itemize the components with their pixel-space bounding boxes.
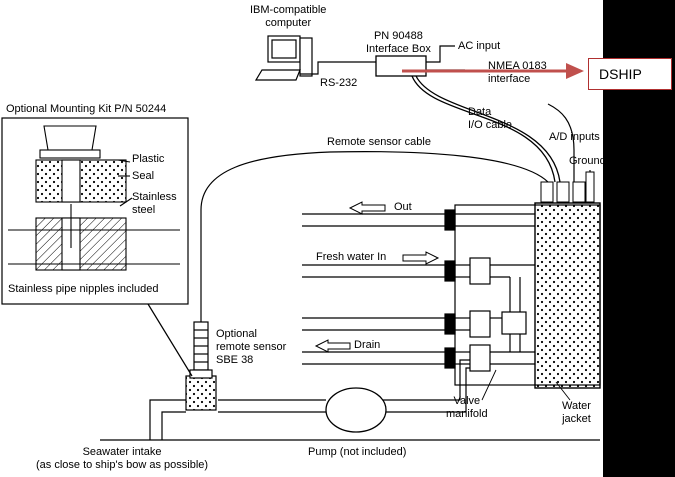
interface-box-icon <box>375 55 427 77</box>
mounting-kit-box <box>1 117 193 377</box>
remote-sensor-icon <box>185 321 217 411</box>
water-jacket-icon <box>534 202 601 389</box>
drain-label: Drain <box>354 339 381 351</box>
pipe-nipples-label: Stainless pipe nipples included <box>8 283 159 295</box>
ground-label: Ground <box>569 155 606 167</box>
fresh-water-pipe <box>302 257 535 320</box>
computer-icon <box>254 35 313 81</box>
intake-pipe <box>302 334 535 413</box>
nmea-arrow-icon <box>402 63 584 79</box>
drain-pipe <box>302 310 527 338</box>
ad-inputs-label: A/D inputs <box>549 131 600 143</box>
data-io-cable <box>411 75 556 183</box>
fresh-water-arrow-icon <box>402 251 440 265</box>
mounting-kit-label: Optional Mounting Kit P/N 50244 <box>6 103 167 115</box>
remote-sensor-label: Optional remote sensor SBE 38 <box>216 328 287 366</box>
pump-label: Pump (not included) <box>308 446 407 458</box>
drain-arrow-icon <box>314 339 351 353</box>
out-label: Out <box>394 201 412 213</box>
dship-box: DSHIP <box>588 58 672 90</box>
computer-label: IBM-compatible computer <box>250 4 327 29</box>
rs232-cable <box>300 61 376 75</box>
out-arrow-icon <box>348 201 386 215</box>
stainless-steel-label: Stainless steel <box>132 191 177 216</box>
fresh-water-label: Fresh water In <box>316 251 387 263</box>
out-pipe <box>302 209 535 231</box>
rs232-label: RS-232 <box>320 77 358 89</box>
pump-icon <box>325 387 387 433</box>
seawater-intake-label: Seawater intake (as close to ship's bow … <box>36 446 209 471</box>
ac-input-label: AC input <box>458 40 501 52</box>
seal-label: Seal <box>132 170 155 182</box>
mounting-kit-detail <box>8 125 180 271</box>
nmea-label: NMEA 0183 interface <box>488 60 547 85</box>
water-jacket-label: Water jacket <box>562 400 591 425</box>
valve-manifold-label: Valve manifold <box>446 395 488 420</box>
data-io-label: Data I/O cable <box>468 106 513 131</box>
remote-cable-label: Remote sensor cable <box>327 136 431 148</box>
plastic-label: Plastic <box>132 153 165 165</box>
remote-sensor-cable <box>200 151 549 322</box>
interface-box-label: PN 90488 Interface Box <box>366 30 431 55</box>
